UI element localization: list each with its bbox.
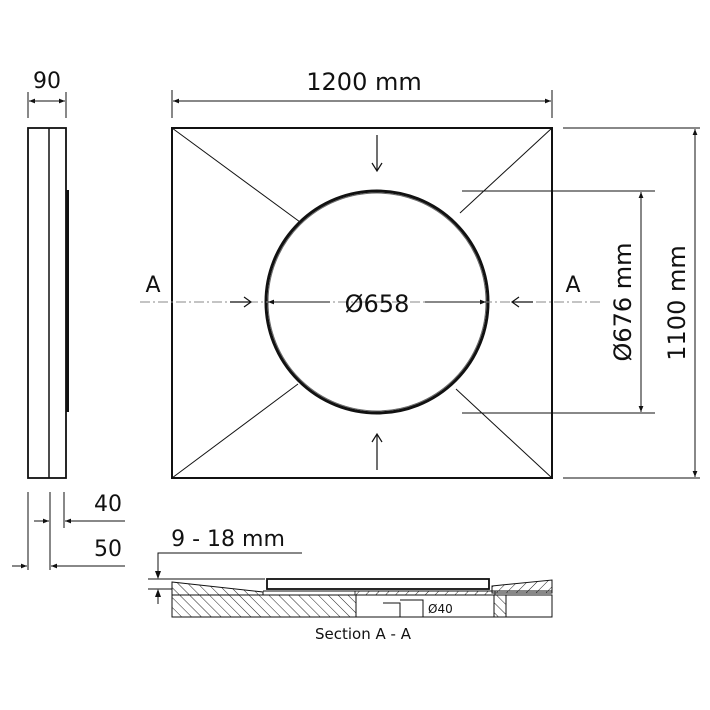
section-view: [148, 552, 553, 618]
section-thickness-label: 9 - 18 mm: [171, 527, 285, 552]
section-marker-left: A: [145, 273, 160, 298]
height-dimension-label: 1100 mm: [663, 245, 691, 360]
top-view: [140, 90, 700, 479]
width-dimension-label: 1200 mm: [306, 68, 421, 96]
section-marker-right: A: [565, 273, 580, 298]
outer-ring-diameter-label: Ø676 mm: [609, 242, 637, 361]
side-width-label: 90: [33, 69, 61, 94]
drain-diameter-label: Ø40: [428, 602, 453, 616]
side-outer-label: 50: [94, 537, 122, 562]
opening-diameter-label: Ø658: [345, 290, 410, 318]
side-inner-label: 40: [94, 492, 122, 517]
side-view: [12, 92, 125, 570]
section-title: Section A - A: [315, 625, 412, 643]
